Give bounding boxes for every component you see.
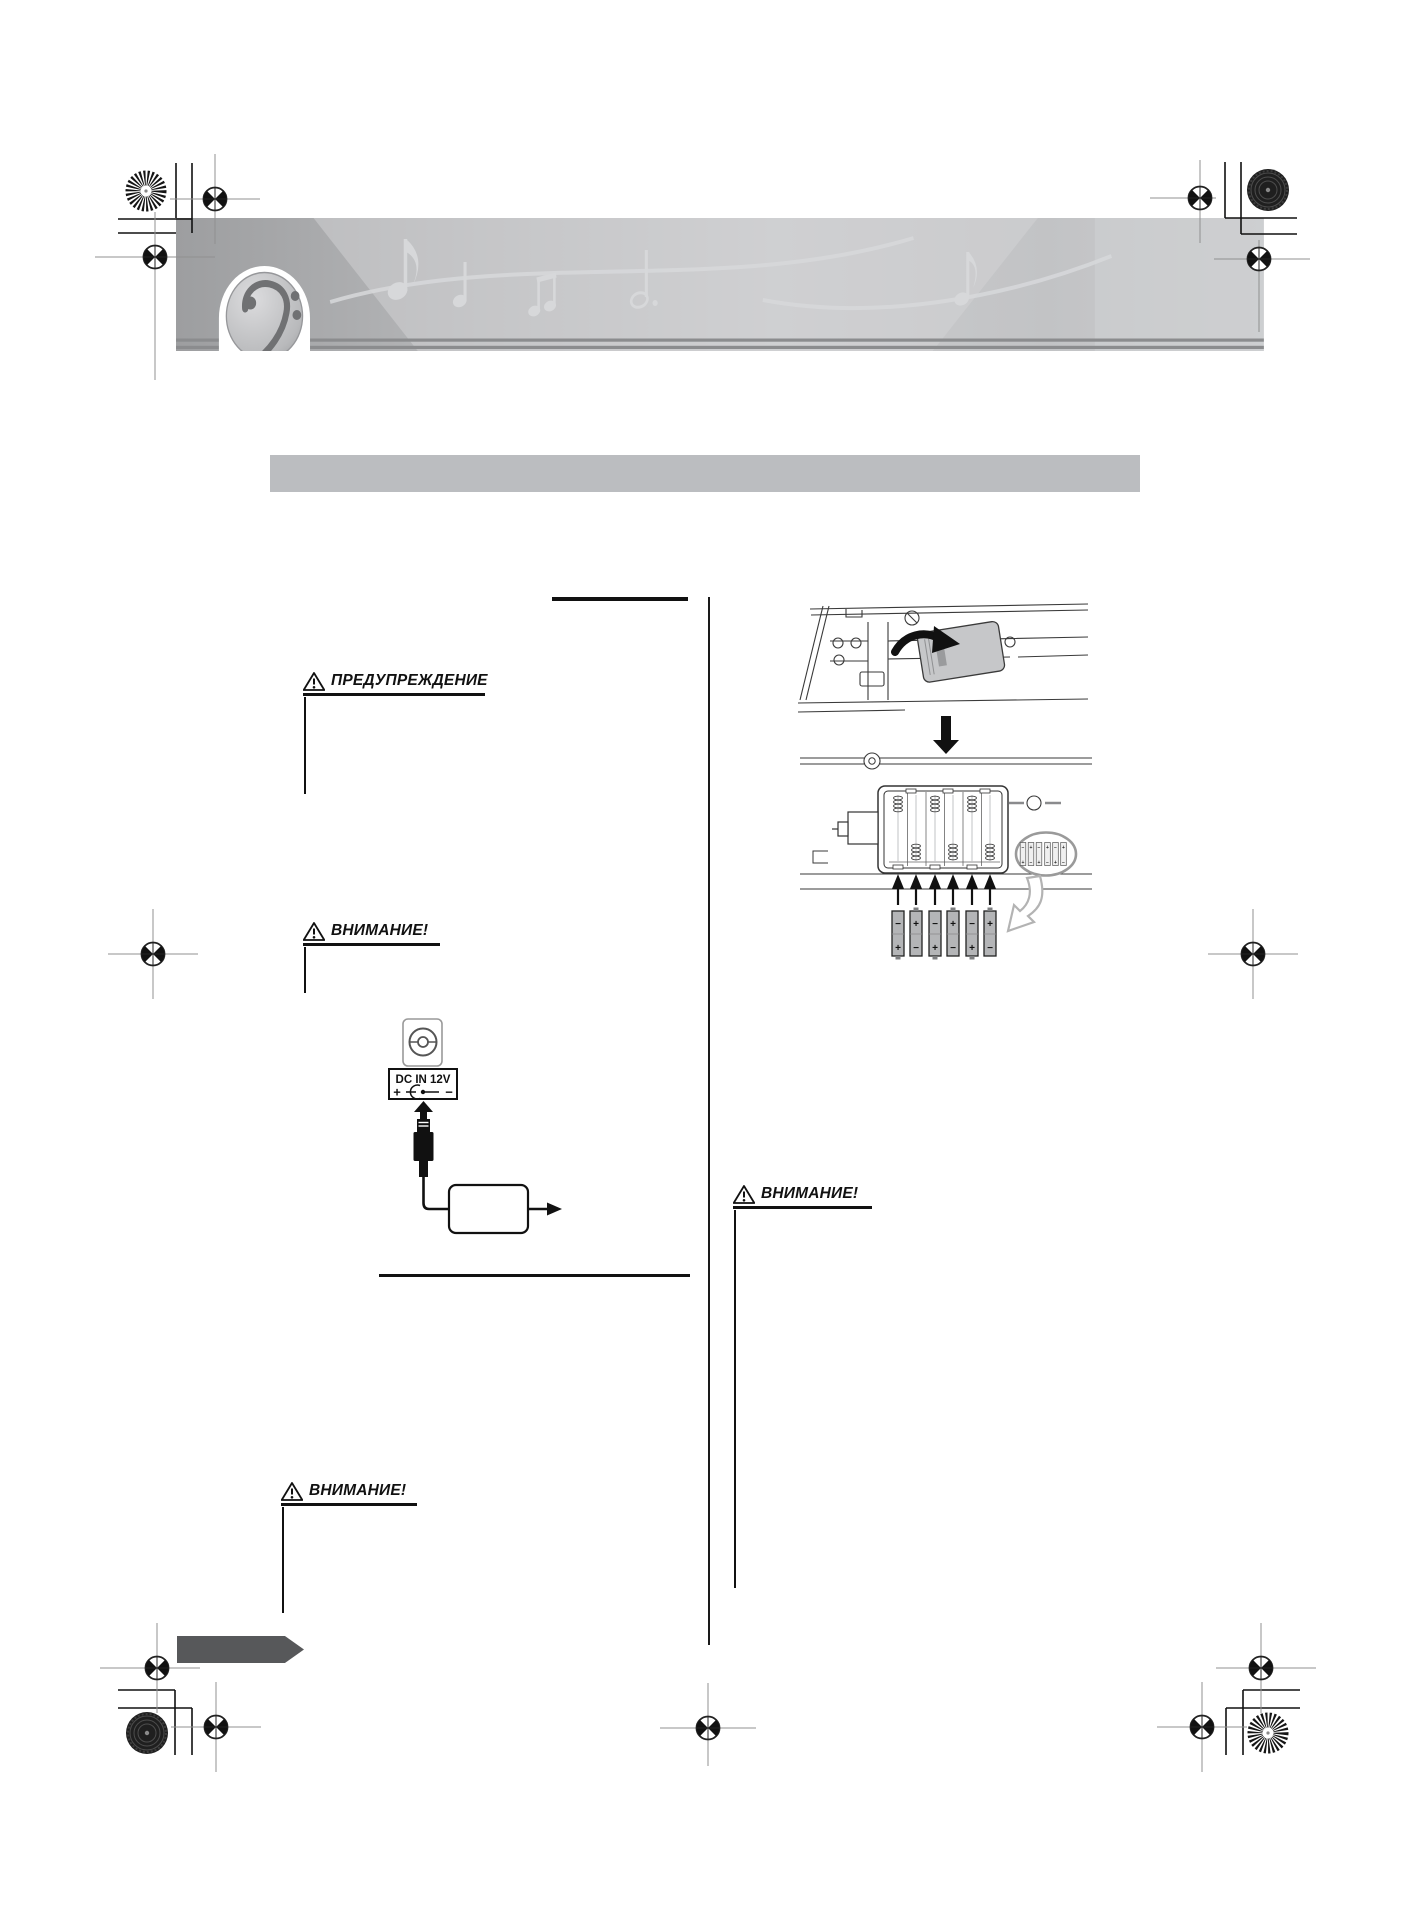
svg-text:−: − [895,919,901,930]
sunburst-disc-icon [125,170,167,212]
moire-disc-icon [126,1712,168,1754]
page-number-tab [177,1636,304,1663]
caution-block: ВНИМАНИЕ! [303,921,440,993]
warning-underline [733,1206,872,1210]
slide-arrow-icon [891,626,960,656]
svg-text:+: + [969,943,975,954]
compartment-latch [832,811,879,845]
registration-crosshair-icon [660,1683,756,1766]
batteries: − + + − − + + − − + + − [891,907,997,960]
trim-lines [118,162,1300,1755]
ac-adaptor-diagram: DC IN 12V + − [388,1018,562,1235]
svg-text:−: − [1030,860,1033,866]
svg-text:+: + [950,919,956,930]
banner-rule [176,345,1264,349]
center-positive-polarity-icon [406,1084,439,1100]
warning-underline [281,1503,417,1507]
warning-bracket-line [282,1506,284,1613]
swoosh-line [329,236,914,304]
warning-block: ПРЕДУПРЕЖДЕНИЕ [303,671,488,794]
section-title-bar [270,455,1140,492]
banner-rule [176,338,1264,342]
svg-text:+: + [913,919,919,930]
registration-crosshair-icon [108,909,198,999]
warning-triangle-icon [303,671,325,691]
svg-text:+: + [895,943,901,954]
svg-text:−: − [1046,860,1049,866]
to-outlet-arrow-icon [528,1202,562,1216]
adaptor-cable [422,1177,449,1211]
battery-springs [893,795,995,861]
warning-triangle-icon [303,921,325,941]
dc-jack-label: DC IN 12V [396,1074,451,1086]
warning-underline [303,693,485,697]
left-column-divider-rule [379,1274,690,1277]
warning-triangle-icon [733,1184,755,1204]
bass-clef-icon [242,280,302,351]
left-heading-underline [552,597,688,601]
caution-label: ВНИМАНИЕ! [331,922,429,939]
registration-crosshair-icon [100,1623,200,1713]
svg-text:+: + [1030,845,1033,851]
warning-triangle-icon [281,1481,303,1501]
warning-label: ПРЕДУПРЕЖДЕНИЕ [331,672,488,689]
callout-arrow-icon [1006,874,1044,933]
registration-crosshair-icon [1157,1682,1247,1772]
svg-text:+: + [1046,845,1049,851]
dc-plug-icon [413,1101,434,1177]
caution-label: ВНИМАНИЕ! [761,1185,859,1202]
header-banner [176,218,1264,351]
dc-minus-label: − [445,1085,453,1100]
svg-text:−: − [1054,845,1057,851]
registration-crosshair-icon [1150,160,1216,243]
svg-text:−: − [913,943,919,954]
registration-crosshair-icon [1214,240,1310,332]
warning-bracket-line [304,946,306,993]
registration-crosshair-icon [171,1682,261,1772]
svg-text:+: + [987,919,993,930]
caution-label: ВНИМАНИЕ! [309,1482,407,1499]
column-divider [708,597,710,1645]
caution-block: ВНИМАНИЕ! [281,1481,417,1613]
insert-arrows-icon [891,874,997,905]
screw-icon [1026,795,1042,811]
sunburst-disc-icon [1247,1712,1289,1754]
screw-icon [863,752,881,770]
registration-crosshair-icon [95,212,215,380]
svg-text:+: + [1022,860,1025,866]
dc-plus-label: + [393,1085,401,1100]
svg-text:+: + [1062,845,1065,851]
warning-underline [303,943,440,947]
caution-block: ВНИМАНИЕ! [733,1184,872,1588]
battery-install-illustration: − + + − − + + − − + + − [800,752,1092,960]
registration-crosshair-icon [170,154,260,244]
warning-bracket-line [734,1209,736,1588]
battery-cover-illustration [797,603,1089,754]
svg-text:+: + [1038,860,1041,866]
svg-text:+: + [932,943,938,954]
mini-batteries: − + + − − + + − − + + − [1019,842,1067,866]
registration-crosshair-icon [1208,909,1298,999]
svg-text:−: − [1038,845,1041,851]
svg-text:−: − [1022,845,1025,851]
svg-text:−: − [932,919,938,930]
svg-text:−: − [987,943,993,954]
swoosh-line [762,254,1113,311]
svg-text:−: − [969,919,975,930]
moire-disc-icon [1247,169,1289,211]
svg-text:−: − [1062,860,1065,866]
svg-text:−: − [950,943,956,954]
banner-right-segment [1094,218,1264,351]
music-notes-icon [387,239,977,317]
svg-text:+: + [1054,860,1057,866]
registration-crosshair-icon [1216,1623,1316,1713]
down-arrow-icon [933,716,959,754]
warning-bracket-line [304,696,306,794]
